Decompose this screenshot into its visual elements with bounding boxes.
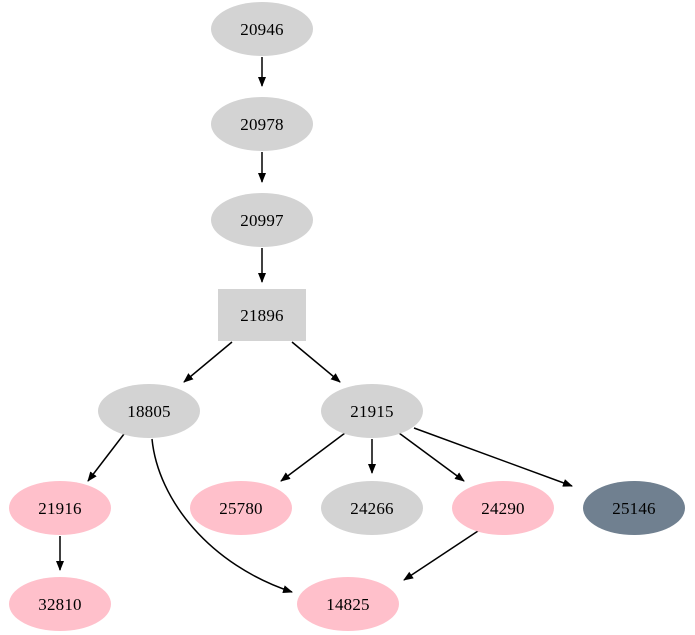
graph-node-24266[interactable]: 24266	[321, 481, 423, 535]
graph-node-label: 18805	[127, 401, 171, 421]
graph-node-25146[interactable]: 25146	[583, 481, 685, 535]
graph-edge	[87, 433, 125, 482]
graph-edge	[413, 427, 573, 487]
graph-node-label: 21915	[350, 401, 394, 421]
graph-node-label: 32810	[38, 594, 82, 614]
graph-node-18805[interactable]: 18805	[98, 384, 200, 438]
graph-node-label: 21916	[38, 498, 82, 518]
graph-edge	[291, 341, 341, 383]
graph-node-label: 20997	[240, 210, 284, 230]
graph-node-20997[interactable]: 20997	[211, 193, 313, 247]
graph-node-14825[interactable]: 14825	[297, 577, 399, 631]
graph-edge	[403, 530, 479, 581]
graph-node-25780[interactable]: 25780	[190, 481, 292, 535]
graph-node-32810[interactable]: 32810	[9, 577, 111, 631]
graph-edge	[398, 432, 465, 482]
graph-node-label: 14825	[326, 594, 370, 614]
graph-edge	[183, 341, 233, 383]
graph-node-21916[interactable]: 21916	[9, 481, 111, 535]
graph-node-21896[interactable]: 21896	[218, 289, 306, 341]
graph-node-label: 25780	[219, 498, 263, 518]
graph-node-label: 24290	[481, 498, 525, 518]
graph-node-21915[interactable]: 21915	[321, 384, 423, 438]
graph-node-label: 24266	[350, 498, 394, 518]
graph-node-label: 21896	[240, 305, 284, 325]
graph-node-label: 25146	[612, 498, 656, 518]
graph-node-20946[interactable]: 20946	[211, 2, 313, 56]
graph-node-label: 20946	[240, 19, 284, 39]
graph-node-20978[interactable]: 20978	[211, 97, 313, 151]
graph-node-label: 20978	[240, 114, 284, 134]
graph-edge	[280, 432, 346, 482]
graph-node-24290[interactable]: 24290	[452, 481, 554, 535]
